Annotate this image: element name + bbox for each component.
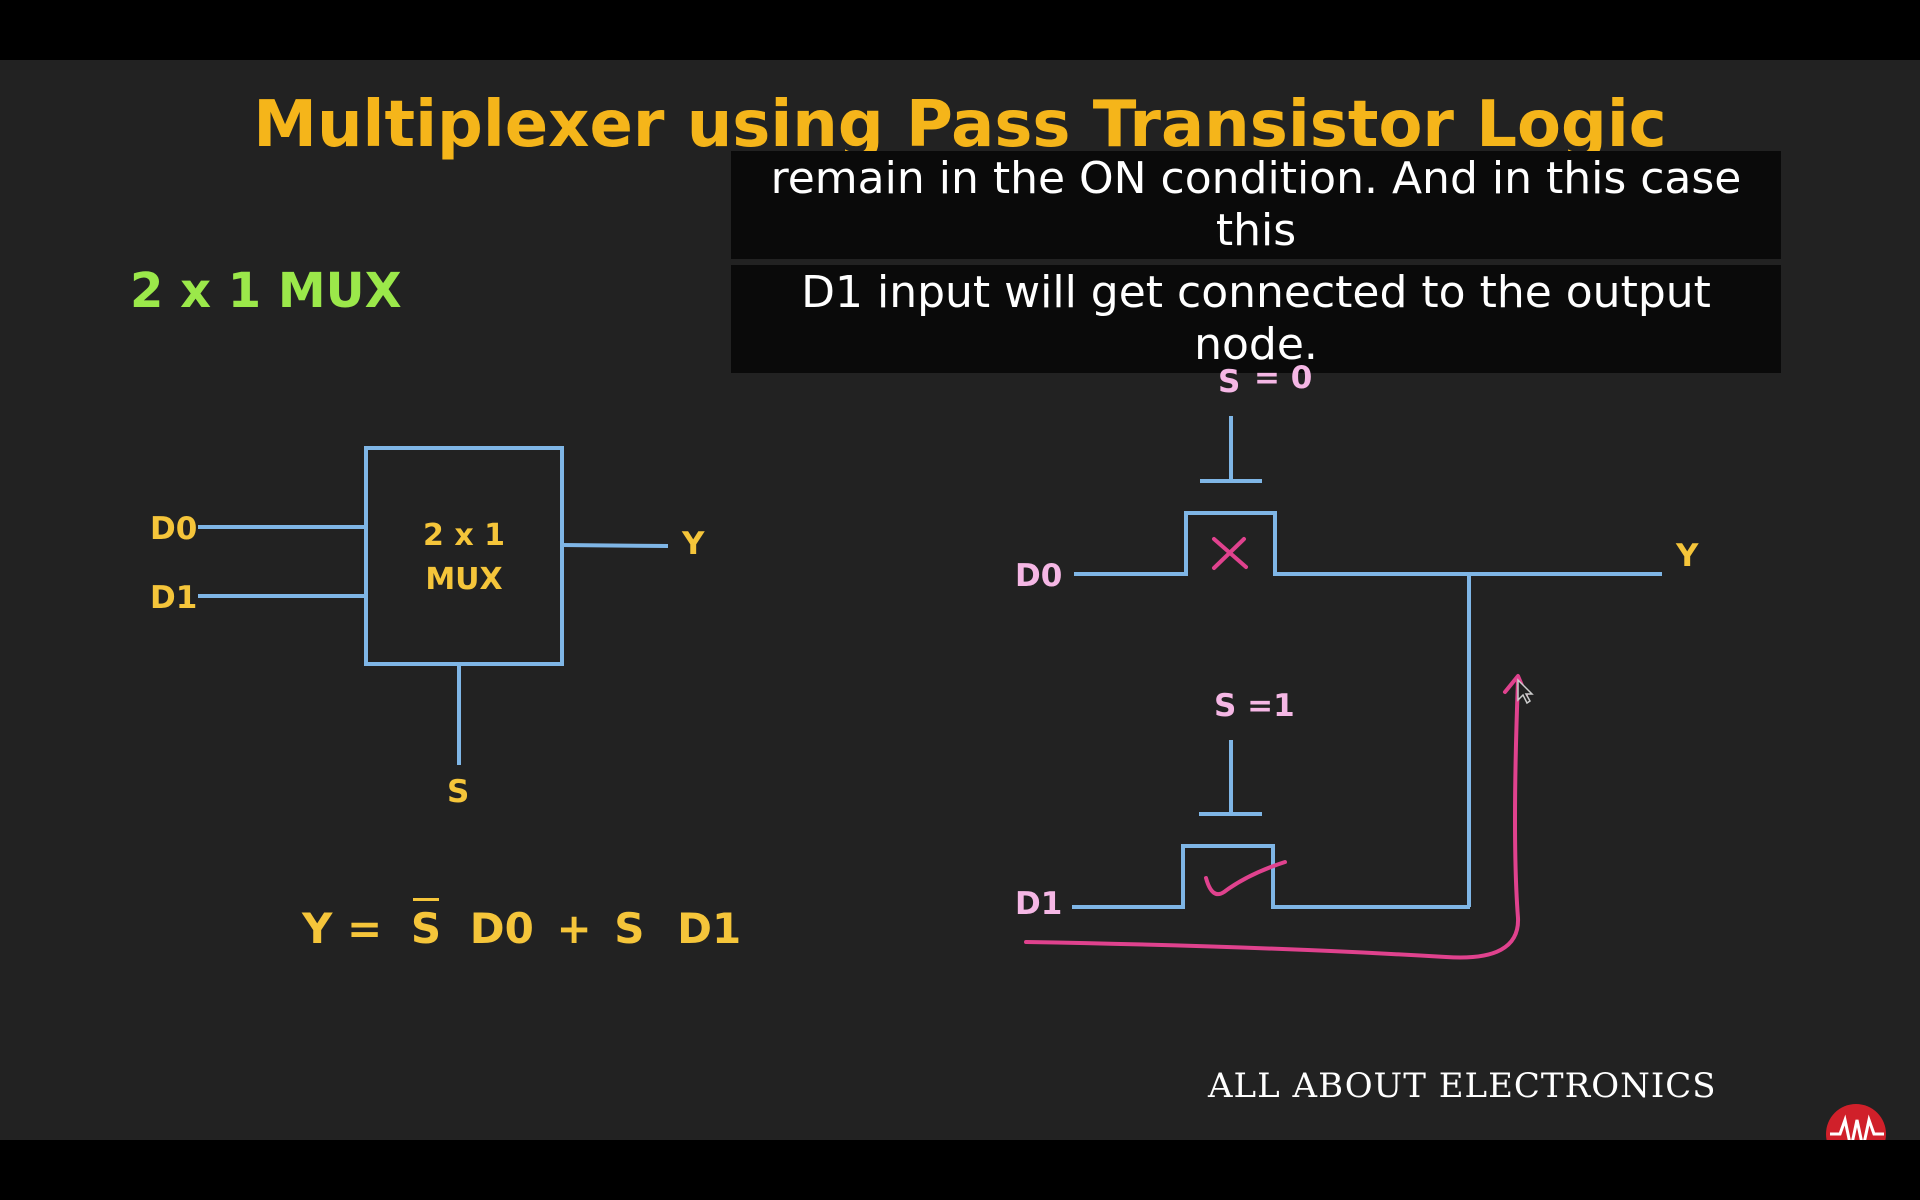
subtitle-caption: remain in the ON condition. And in this …	[731, 148, 1781, 376]
cursor-icon	[1517, 678, 1534, 705]
handwriting-marks	[1024, 537, 1528, 960]
top-gate-label-s: S	[1218, 364, 1241, 400]
off-mark-icon	[1212, 537, 1248, 570]
mux-box	[364, 446, 564, 666]
mux-input-d0-label: D0	[150, 511, 198, 547]
current-path-arrow	[1024, 678, 1521, 960]
on-mark-icon	[1204, 860, 1287, 897]
mux-box-label-line2: MUX	[425, 562, 503, 597]
mux-input-d1-label: D1	[150, 580, 198, 616]
mux-box-label-line1: 2 x 1	[423, 518, 505, 553]
top-gate-label-value: = 0	[1254, 360, 1313, 396]
circuit-input-d1-label: D1	[1015, 886, 1063, 922]
mux-output-label: Y	[682, 526, 705, 562]
equation-s-bar: S	[410, 898, 442, 953]
equation-d0: D0	[469, 904, 534, 953]
equation-plus: +	[556, 904, 592, 953]
pass-transistor-circuit	[1072, 416, 1662, 909]
equation-d1: D1	[677, 904, 742, 953]
caption-line-2: D1 input will get connected to the outpu…	[731, 265, 1781, 373]
caption-line-1: remain in the ON condition. And in this …	[731, 151, 1781, 259]
top-transistor-channel	[1074, 511, 1662, 576]
section-heading: 2 x 1 MUX	[130, 263, 402, 319]
page-title: Multiplexer using Pass Transistor Logic	[253, 88, 1667, 162]
mux-equation: Y = S D0 + S D1	[302, 898, 742, 953]
mux-select-label: S	[447, 774, 470, 810]
mux-block-diagram	[198, 446, 669, 765]
letterbox-bottom	[0, 1140, 1920, 1200]
circuit-input-d0-label: D0	[1015, 558, 1063, 594]
bottom-gate-label: S =1	[1214, 688, 1295, 724]
brand-watermark: ALL ABOUT ELECTRONICS	[1208, 1066, 1717, 1106]
bottom-transistor-channel	[1072, 844, 1470, 909]
equation-lhs: Y =	[302, 904, 383, 953]
circuit-output-label: Y	[1676, 538, 1699, 574]
equation-s: S	[614, 904, 645, 953]
mux-output-wire	[561, 543, 669, 548]
letterbox-top	[0, 0, 1920, 60]
